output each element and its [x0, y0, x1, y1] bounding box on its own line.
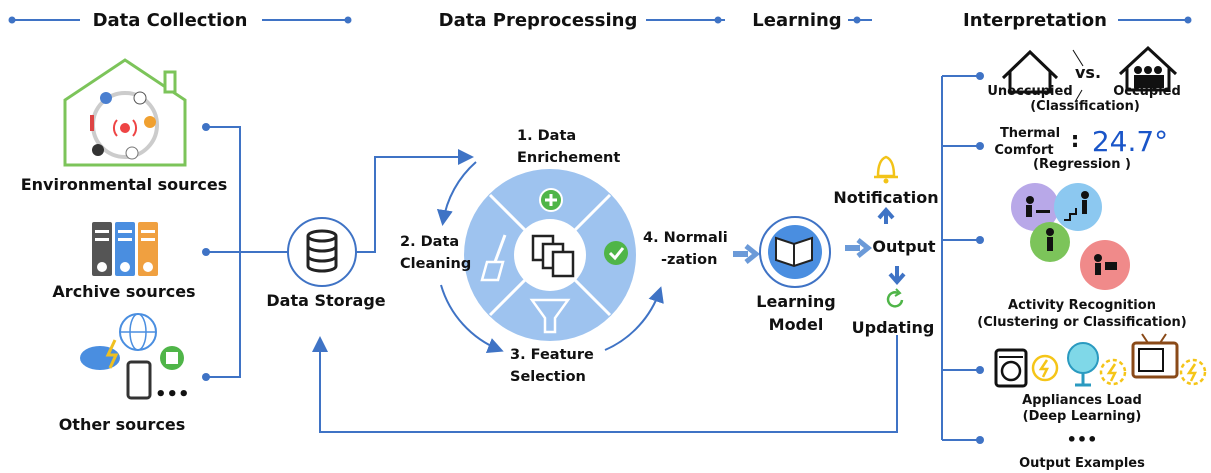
other-sources-ellipsis: ••• — [155, 384, 190, 405]
step-normalization-line2: -zation — [661, 252, 717, 268]
archive-sources-label: Archive sources — [52, 282, 195, 301]
up-arrow-icon — [877, 206, 895, 224]
sources-bracket — [202, 123, 288, 381]
step-cleaning-line2: Cleaning — [400, 256, 471, 272]
activity-label-line2: (Clustering or Classification) — [977, 315, 1186, 330]
tv-icon — [1131, 333, 1179, 379]
header-data-preprocessing: Data Preprocessing — [439, 10, 638, 31]
enrich-to-clean-arrow — [436, 161, 477, 226]
storage-to-enrichment-arrow — [356, 149, 474, 253]
down-arrow-icon — [888, 266, 906, 286]
header-data-collection: Data Collection — [93, 10, 248, 31]
clean-to-feature-arrow — [440, 284, 504, 353]
learning-model-line2: Model — [769, 315, 824, 334]
learning-model-icon — [759, 216, 831, 288]
fan-icon — [1067, 342, 1099, 387]
energy-bolt-icons — [1031, 354, 1207, 386]
step-normalization-line1: 4. Normali — [643, 230, 728, 246]
header-interpretation: Interpretation — [963, 10, 1107, 31]
step-feature-line1: 3. Feature — [510, 347, 594, 363]
washing-machine-icon — [994, 348, 1028, 388]
examples-ellipsis: ••• — [1067, 430, 1098, 449]
broom-icon — [480, 234, 507, 282]
classification-label: (Classification) — [1030, 99, 1140, 114]
thermal-colon: : — [1071, 128, 1080, 153]
feature-to-normalize-arrow — [604, 286, 664, 351]
environmental-sources-label: Environmental sources — [21, 175, 228, 194]
thermal-value: 24.7° — [1092, 125, 1168, 158]
archive-binders-icon — [92, 222, 158, 276]
output-label: Output — [872, 237, 935, 256]
data-storage-label: Data Storage — [266, 291, 385, 310]
activity-label-line1: Activity Recognition — [1008, 298, 1156, 313]
feedback-loop-arrow — [312, 335, 898, 433]
step-cleaning-line1: 2. Data — [400, 234, 459, 250]
step-feature-line2: Selection — [510, 369, 586, 385]
refresh-icon — [886, 288, 904, 308]
occupied-label: Occupied — [1113, 84, 1181, 99]
learning-model-line1: Learning — [756, 292, 835, 311]
thermal-label-line1: Thermal — [1000, 126, 1060, 141]
documents-icon — [531, 234, 575, 278]
check-icon — [604, 241, 628, 265]
activity-icons — [1011, 183, 1130, 290]
examples-bracket — [941, 72, 984, 444]
step-enrichment-line1: 1. Data — [517, 128, 576, 144]
updating-label: Updating — [852, 318, 935, 337]
occupied-house-icon — [1118, 45, 1178, 92]
appliances-label-line1: Appliances Load — [1022, 393, 1142, 408]
database-icon — [287, 217, 357, 287]
header-learning: Learning — [752, 10, 841, 31]
vs-label: vs. — [1075, 63, 1101, 82]
funnel-icon — [529, 298, 571, 334]
notification-label: Notification — [833, 188, 938, 207]
empty-house-icon — [1001, 49, 1059, 94]
bell-icon — [874, 155, 898, 184]
regression-label: (Regression ) — [1033, 157, 1131, 172]
unoccupied-label: Unoccupied — [987, 84, 1072, 99]
plus-icon — [539, 188, 563, 212]
other-sources-label: Other sources — [59, 415, 186, 434]
thermal-label-line2: Comfort — [994, 143, 1053, 158]
other-sources-icons — [80, 313, 184, 400]
appliances-label-line2: (Deep Learning) — [1023, 409, 1142, 424]
output-examples-label: Output Examples — [1019, 456, 1145, 471]
smart-house-icon — [63, 58, 187, 167]
header-timeline: Data Collection Data Preprocessing Learn… — [8, 10, 1192, 31]
step-enrichment-line2: Enrichement — [517, 150, 620, 166]
